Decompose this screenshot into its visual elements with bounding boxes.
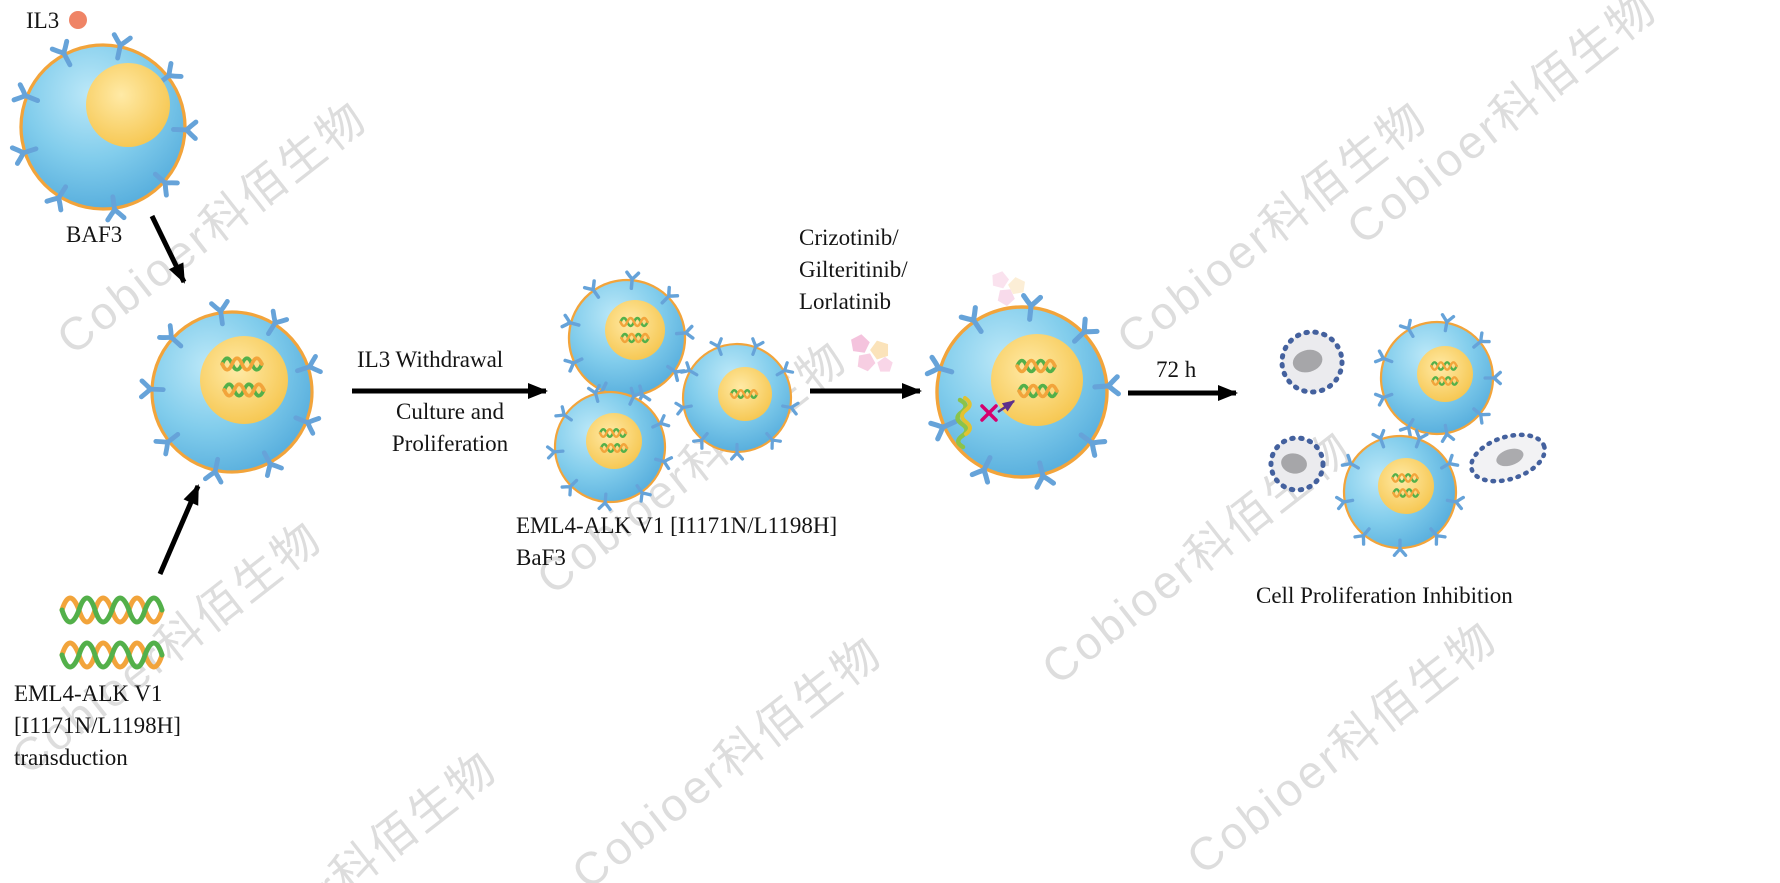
cellline-label-line2: BaF3 [516, 545, 566, 570]
treated-cell [917, 286, 1128, 494]
apoptotic-cell-3 [1469, 432, 1547, 484]
baf3-label: BAF3 [66, 222, 123, 247]
withdrawal-label-bottom-line1: Culture and [396, 399, 504, 424]
inhibition-x-icon [980, 404, 998, 422]
inhibited-protein-icon [955, 396, 972, 450]
transduction-label-line2: [I1171N/L1198H] [14, 713, 181, 738]
dna-helix-icon [62, 598, 162, 667]
il3-ligand-icon [69, 11, 87, 29]
il3-label: IL3 [26, 8, 60, 33]
apoptotic-cell-2 [1268, 435, 1326, 493]
duration-label: 72 h [1156, 357, 1197, 382]
drugs-label-line3: Lorlatinib [799, 289, 891, 314]
drugs-label: Crizotinib/ Gilteritinib/ Lorlatinib [799, 222, 908, 318]
healthy-cell-2 [1319, 411, 1481, 571]
apoptotic-cell-1 [1279, 329, 1345, 395]
withdrawal-label-bottom-line2: Proliferation [391, 431, 509, 456]
result-label: Cell Proliferation Inhibition [1256, 583, 1513, 608]
healthy-cell-1 [1364, 305, 1510, 450]
transduction-label: EML4-ALK V1 [I1171N/L1198H] transduction [14, 678, 181, 774]
withdrawal-label-bottom: Culture and Proliferation [352, 396, 548, 460]
mutant-cell-bottom [534, 371, 686, 521]
drug-molecules-lower-icon [849, 332, 893, 373]
arrow-transduction [157, 484, 201, 575]
cellline-label-line1: EML4-ALK V1 [I1171N/L1198H] [516, 513, 838, 538]
mutant-cell-top [556, 267, 698, 407]
mutant-cell-right [659, 320, 815, 475]
baf3-cell [0, 17, 213, 234]
drug-molecules-upper-icon [989, 269, 1027, 308]
drugs-label-line1: Crizotinib/ [799, 225, 899, 250]
arrow-il3-to-transduced [149, 214, 187, 284]
transduction-label-line3: transduction [14, 745, 128, 770]
signal-arrow-icon [997, 399, 1016, 414]
transduction-label-line1: EML4-ALK V1 [14, 681, 163, 706]
cellline-label: EML4-ALK V1 [I1171N/L1198H] BaF3 [516, 510, 837, 574]
withdrawal-label-top: IL3 Withdrawal [357, 347, 504, 372]
drugs-label-line2: Gilteritinib/ [799, 257, 908, 282]
transduced-cell [130, 290, 334, 492]
